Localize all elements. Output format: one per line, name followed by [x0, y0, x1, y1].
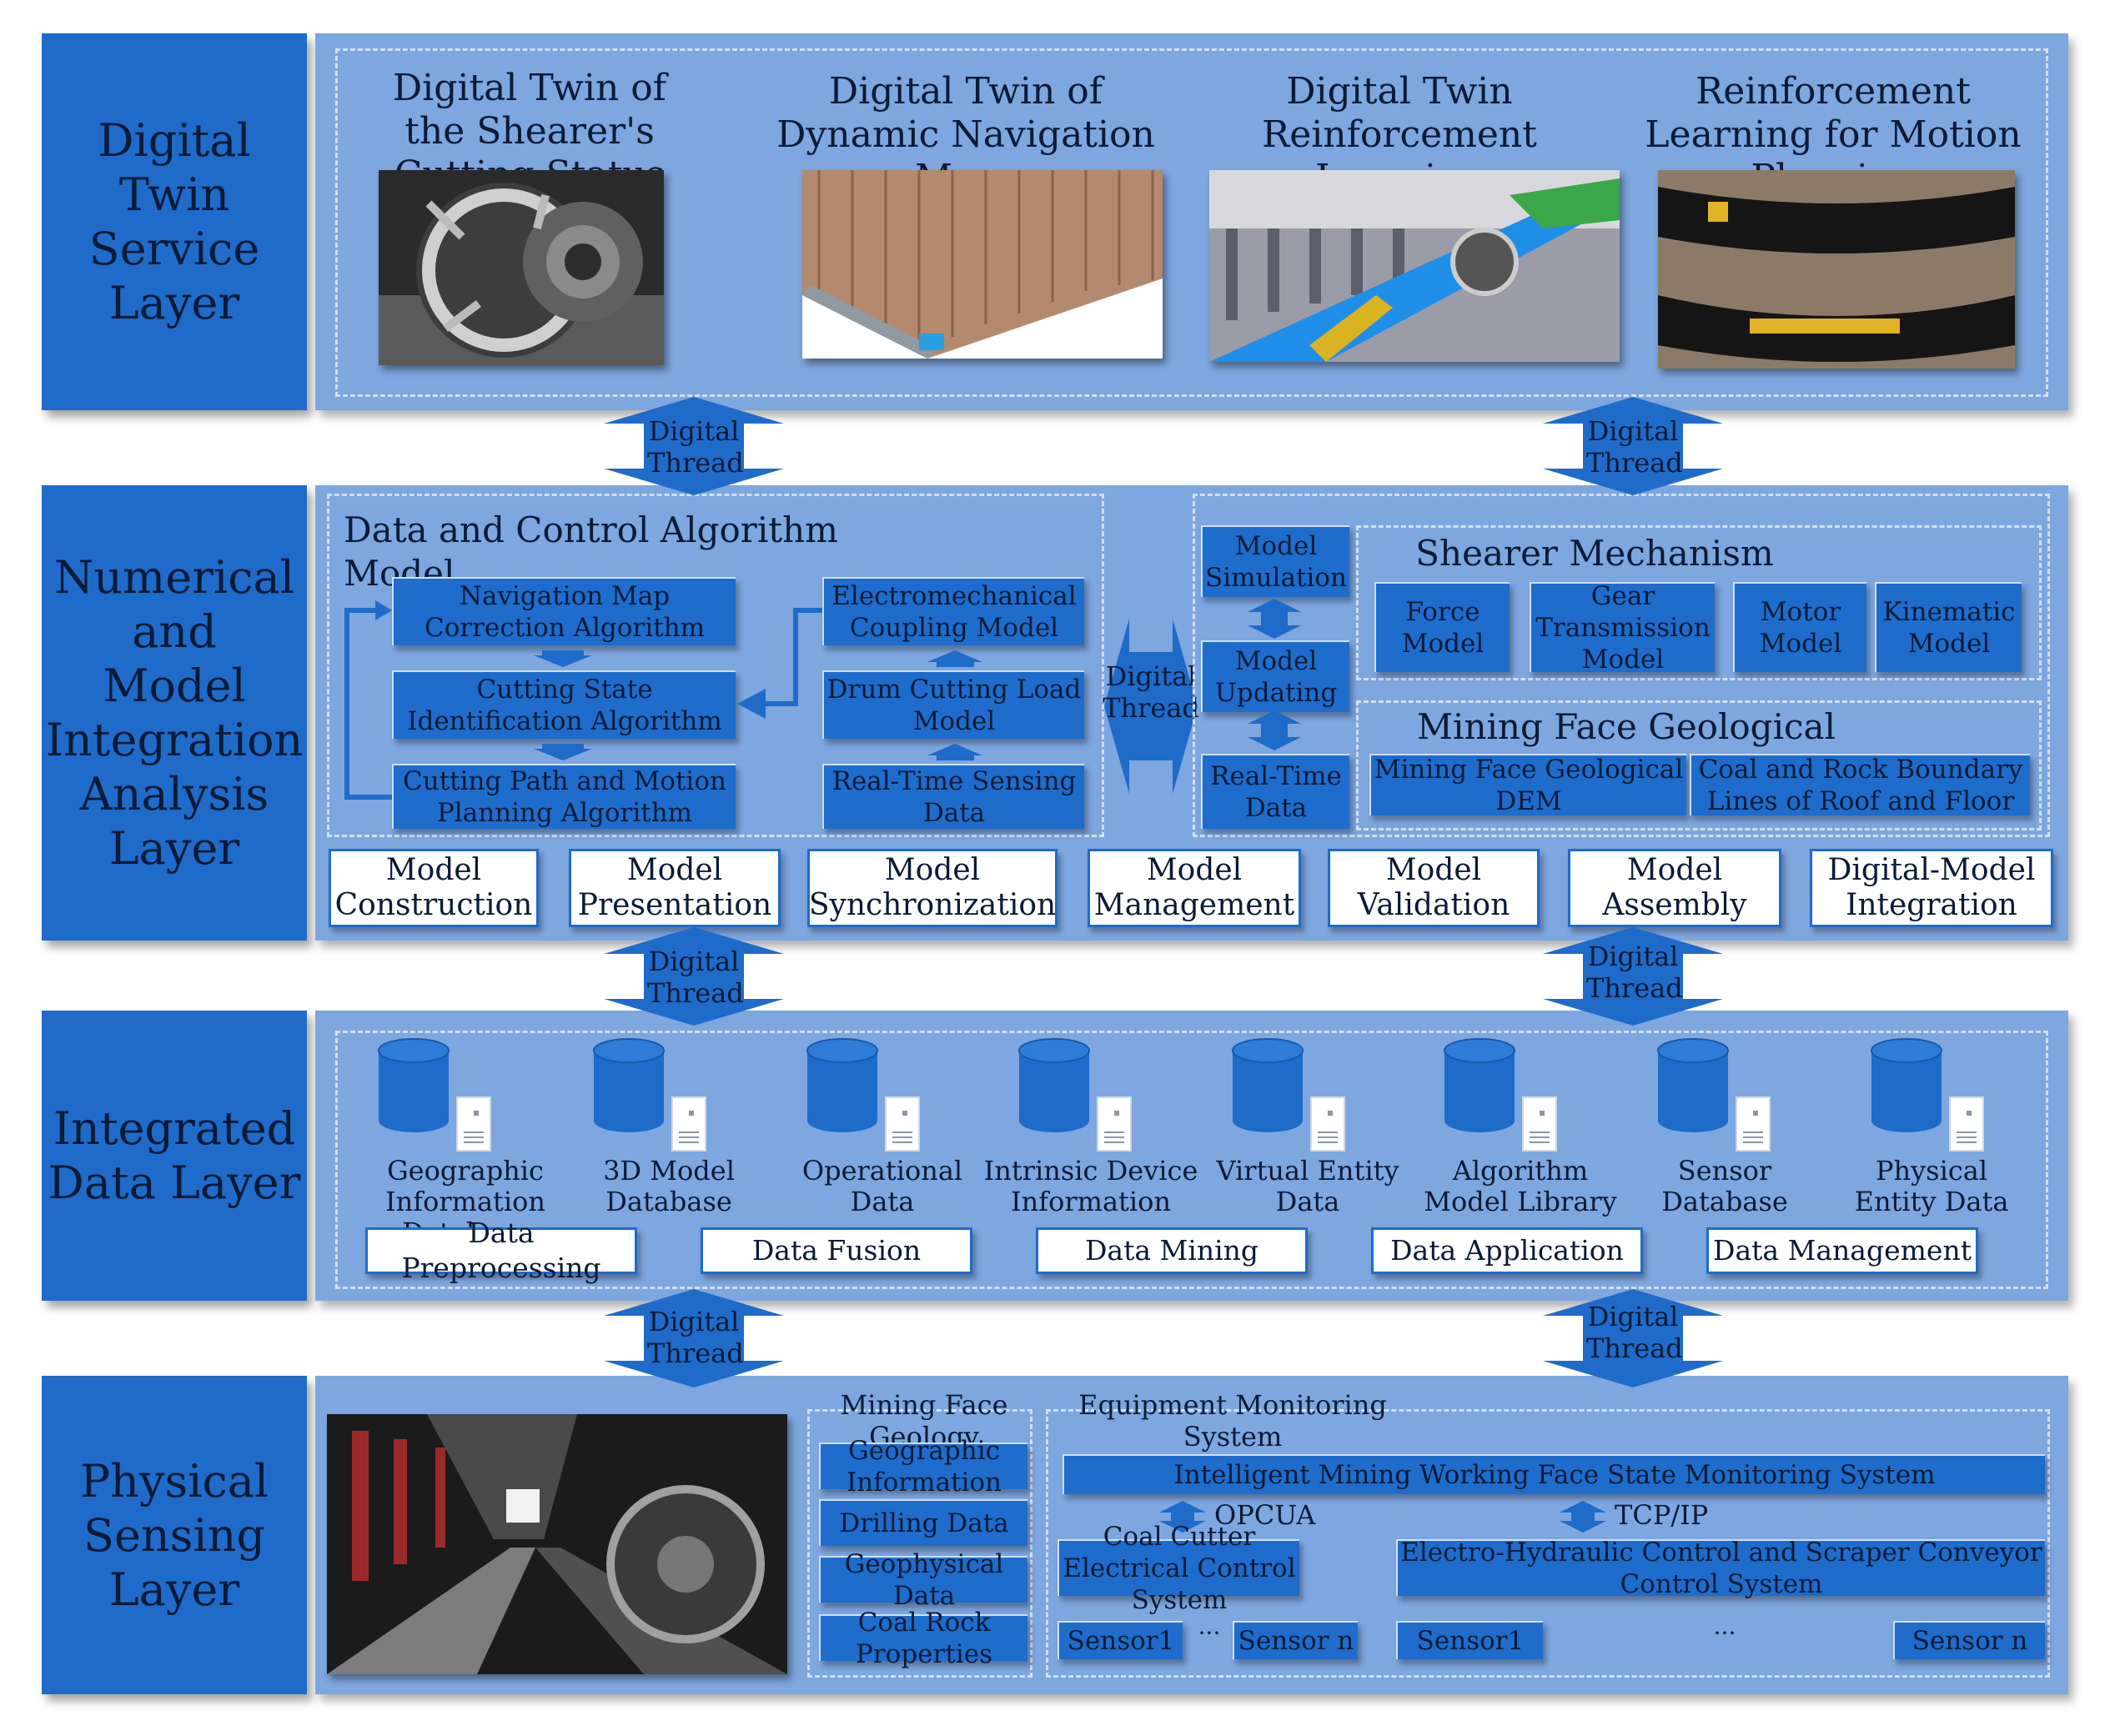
- coal-rock-properties-box: Coal Rock Properties: [819, 1608, 1027, 1669]
- database-icon: [806, 1038, 920, 1151]
- data-management-button[interactable]: Data Management: [1706, 1227, 1978, 1274]
- service-layer-panel: Digital Twin of the Shearer's Cutting St…: [315, 33, 2068, 410]
- db-label-sensor: Sensor Database: [1661, 1155, 1788, 1217]
- digital-thread-arrow-3-right[interactable]: [1543, 1289, 1723, 1387]
- database-icon: [1018, 1038, 1132, 1151]
- digital-thread-arrow-2-right[interactable]: [1543, 927, 1723, 1026]
- electromechanical-coupling-box: Electromechanical Coupling Model: [822, 577, 1084, 645]
- digital-thread-arrow-1-left[interactable]: [604, 397, 784, 495]
- sensor-1-right: Sensor1: [1396, 1621, 1543, 1659]
- data-application-button[interactable]: Data Application: [1371, 1227, 1643, 1274]
- digital-thread-horizontal-label: Digital Thread: [1103, 660, 1199, 724]
- real-time-data-box: Real-Time Data: [1201, 754, 1349, 829]
- numerical-layer-panel: Data and Control Algorithm Model Navigat…: [315, 485, 2068, 941]
- navigation-map-image: [802, 170, 1163, 359]
- geological-model-frame: [1356, 700, 2042, 830]
- coal-rock-boundary-box: Coal and Rock Boundary Lines of Roof and…: [1690, 754, 2030, 816]
- model-updating-box: Model Updating: [1201, 640, 1349, 712]
- real-time-sensing-box: Real-Time Sensing Data: [822, 764, 1084, 829]
- kinematic-model-box: Kinematic Model: [1875, 582, 2022, 672]
- db-label-intrinsic-device: Intrinsic Device Information: [983, 1155, 1198, 1217]
- layer-label-numerical: Numerical and Model Integration Analysis…: [42, 485, 307, 941]
- model-synchronization-button[interactable]: Model Synchronization: [807, 849, 1058, 927]
- mechanism-geology-frame: [1193, 494, 2050, 837]
- service-title-2: Digital Twin of Dynamic Navigation Maps: [776, 70, 1155, 199]
- model-validation-button[interactable]: Model Validation: [1328, 849, 1540, 927]
- opcua-label: OPCUA: [1214, 1499, 1316, 1531]
- service-dashed-frame: [335, 48, 2048, 397]
- motion-planning-image: [1658, 170, 2015, 369]
- model-construction-button[interactable]: Model Construction: [329, 849, 539, 927]
- digital-thread-label-2-right: Digital Thread: [1586, 941, 1683, 1004]
- motor-model-box: Motor Model: [1733, 582, 1866, 672]
- cutting-path-planning-box: Cutting Path and Motion Planning Algorit…: [392, 764, 736, 829]
- data-layer-panel: Geographic Information Database 3D Model…: [315, 1011, 2068, 1301]
- equipment-frame: [1046, 1409, 2050, 1678]
- database-icons: [378, 1038, 1984, 1151]
- model-management-button[interactable]: Model Management: [1088, 849, 1301, 927]
- digital-thread-label-1-left: Digital Thread: [647, 415, 744, 479]
- model-presentation-button[interactable]: Model Presentation: [569, 849, 781, 927]
- equipment-title: Equipment Monitoring System: [1078, 1389, 1387, 1453]
- geological-dem-box: Mining Face Geological DEM: [1369, 754, 1686, 816]
- db-label-3d-model: 3D Model Database: [603, 1155, 735, 1217]
- digital-thread-label-2-left: Digital Thread: [647, 946, 744, 1009]
- shearer-mechanism-frame: [1356, 525, 2042, 680]
- database-icon: [593, 1038, 706, 1151]
- geology-title: Mining Face Geology: [840, 1389, 1008, 1453]
- db-label-virtual-entity: Virtual Entity Data: [1216, 1155, 1399, 1217]
- drilling-data-box: Drilling Data: [819, 1499, 1027, 1546]
- db-label-physical-entity: Physical Entity Data: [1854, 1155, 2009, 1217]
- ellipsis-left: ···: [1198, 1619, 1221, 1647]
- force-model-box: Force Model: [1374, 582, 1510, 672]
- tcpip-label: TCP/IP: [1615, 1499, 1709, 1531]
- cutting-state-identification-box: Cutting State Identification Algorithm: [392, 670, 736, 739]
- database-icon: [378, 1038, 491, 1151]
- model-simulation-box: Model Simulation: [1201, 525, 1349, 597]
- ellipsis-right: ···: [1713, 1619, 1736, 1647]
- digital-thread-label-3-left: Digital Thread: [647, 1306, 744, 1369]
- down-arrows-left: [344, 600, 982, 800]
- digital-thread-arrow-3-left[interactable]: [604, 1289, 784, 1387]
- coal-cutter-control-box: Coal Cutter Electrical Control System: [1058, 1522, 1299, 1615]
- data-fusion-button[interactable]: Data Fusion: [701, 1227, 972, 1274]
- physical-layer-panel: Mining Face Geology Geographic Informati…: [315, 1376, 2068, 1694]
- data-preprocessing-button[interactable]: Data Preprocessing: [365, 1217, 637, 1284]
- layer-label-data: Integrated Data Layer: [42, 1011, 307, 1301]
- digital-model-integration-button[interactable]: Digital-Model Integration: [1810, 849, 2053, 927]
- digital-thread-label-3-right: Digital Thread: [1586, 1301, 1683, 1364]
- database-icon: [1232, 1038, 1345, 1151]
- database-icon: [1657, 1038, 1771, 1151]
- db-label-algorithm-library: Algorithm Model Library: [1424, 1155, 1617, 1217]
- model-assembly-button[interactable]: Model Assembly: [1568, 849, 1781, 927]
- digital-thread-label-1-right: Digital Thread: [1586, 415, 1683, 479]
- drum-cutting-load-box: Drum Cutting Load Model: [822, 670, 1084, 739]
- database-icon: [1444, 1038, 1557, 1151]
- gear-transmission-model-box: Gear Transmission Model: [1530, 581, 1715, 675]
- database-icon: [1871, 1038, 1984, 1151]
- sensor-n-left: Sensor n: [1233, 1621, 1358, 1659]
- mining-tunnel-image: [327, 1414, 787, 1674]
- db-label-operational: Operational Data: [801, 1155, 963, 1217]
- layer-label-service: Digital Twin Service Layer: [42, 33, 307, 410]
- middle-up-down-arrows: [1248, 599, 1301, 750]
- sensor-n-right: Sensor n: [1893, 1621, 2045, 1659]
- sensor-1-left: Sensor1: [1058, 1621, 1183, 1659]
- data-mining-button[interactable]: Data Mining: [1036, 1227, 1308, 1274]
- digital-thread-arrow-1-right[interactable]: [1543, 397, 1723, 495]
- algorithm-model-frame: [327, 494, 1104, 837]
- protocol-arrows: [1159, 1501, 1606, 1533]
- geology-frame: [807, 1409, 1032, 1678]
- digital-thread-horizontal-arrow[interactable]: [1104, 619, 1198, 794]
- rl-environment-image: [1209, 170, 1620, 362]
- layer-label-physical: Physical Sensing Layer: [42, 1376, 307, 1694]
- data-dashed-frame: [335, 1031, 2048, 1289]
- state-monitoring-system-box: Intelligent Mining Working Face State Mo…: [1063, 1454, 2045, 1494]
- shearer-cutting-image: [379, 170, 664, 365]
- digital-thread-arrow-2-left[interactable]: [604, 927, 784, 1026]
- electro-hydraulic-control-box: Electro-Hydraulic Control and Scraper Co…: [1396, 1538, 2045, 1599]
- navigation-map-correction-box: Navigation Map Correction Algorithm: [392, 577, 736, 645]
